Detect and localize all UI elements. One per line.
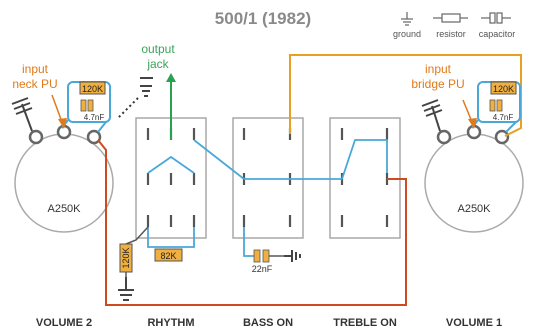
res-rhythm-vertical-label: 120K	[121, 247, 131, 268]
resistor-icon	[433, 13, 468, 23]
cap-bass-label: 22nF	[252, 264, 273, 274]
input-bridge-line2: bridge PU	[411, 77, 464, 91]
wire-blue-rhythm-bass	[193, 139, 245, 180]
switch-label-treble-on: TREBLE ON	[333, 317, 397, 329]
wire-blue-rhythm-bottom	[147, 227, 195, 248]
pot-right-value: A250K	[457, 203, 491, 215]
switch-label-volume-1: VOLUME 1	[446, 317, 502, 329]
res-rhythm-horizontal-label: 82K	[160, 251, 176, 261]
resistor-rhythm-vertical: 120K	[119, 243, 133, 273]
wire-rhythm-res	[125, 226, 149, 245]
ground-icon	[11, 97, 33, 132]
ground-icon	[401, 12, 413, 26]
ground-icon	[118, 277, 134, 301]
pot-volume-2: A250K	[14, 124, 114, 233]
capacitor-bass: 22nF	[252, 249, 284, 274]
switch-label-volume-2: VOLUME 2	[36, 317, 92, 329]
capacitor-icon	[481, 12, 511, 24]
resistor-rhythm-horizontal: 82K	[154, 248, 183, 262]
label-input-neck: input neck PU	[12, 62, 67, 129]
wire-blue-bass-bottom	[243, 227, 254, 257]
output-line1: output	[141, 42, 175, 56]
ground-icon	[421, 99, 443, 132]
input-bridge-line1: input	[425, 62, 452, 76]
legend: ground resistor capacitor	[393, 12, 515, 39]
wire-blue-rhythm-cross	[147, 155, 195, 174]
pot-volume-1: A250K	[424, 124, 524, 233]
res-right-top-label: 120K	[493, 84, 514, 94]
output-arrow-icon	[166, 73, 176, 82]
ground-icon	[284, 250, 301, 262]
tone-network-left: 120K 4.7nF	[61, 81, 111, 133]
pot-left-value: A250K	[47, 203, 81, 215]
tone-network-right: 120K 4.7nF	[471, 81, 521, 133]
jack-ground-dotted-wire	[117, 97, 139, 119]
switch-label-bass-on: BASS ON	[243, 317, 293, 329]
legend-capacitor-label: capacitor	[479, 29, 516, 39]
ground-icon	[140, 77, 153, 97]
legend-ground-label: ground	[393, 29, 421, 39]
wire-orange-bass	[289, 54, 522, 137]
input-neck-line2: neck PU	[12, 77, 57, 91]
label-output-jack: output jack	[141, 42, 175, 71]
wire-red-treble	[97, 139, 407, 306]
res-left-top-label: 120K	[82, 84, 103, 94]
input-neck-line1: input	[22, 62, 49, 76]
legend-resistor-label: resistor	[436, 29, 466, 39]
wire-blue-treble-jumper	[341, 139, 388, 180]
label-input-bridge: input bridge PU	[411, 62, 477, 129]
cap-left-top-label: 4.7nF	[84, 113, 105, 122]
diagram-title: 500/1 (1982)	[215, 9, 311, 28]
cap-right-top-label: 4.7nF	[493, 113, 514, 122]
switch-label-rhythm: RHYTHM	[147, 317, 194, 329]
output-line2: jack	[146, 57, 169, 71]
